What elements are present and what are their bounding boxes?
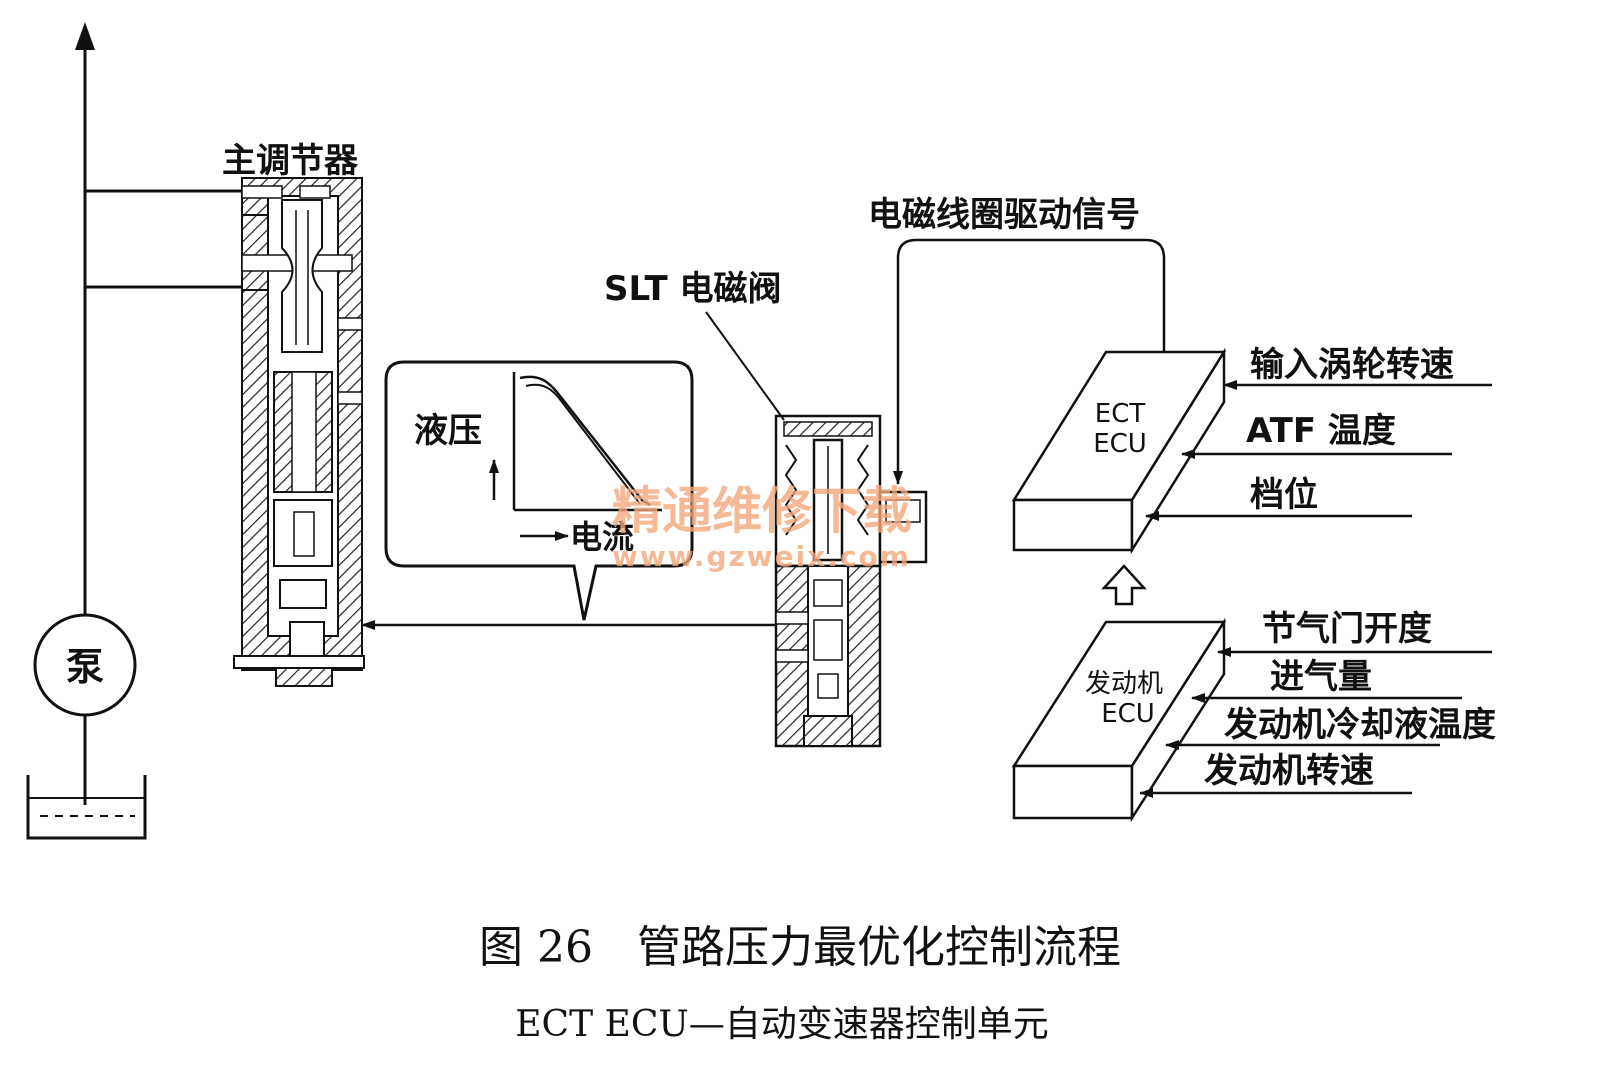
ect-input-label: ATF 温度 <box>1246 411 1396 451</box>
solenoid-drive-signal-wire <box>893 238 1166 485</box>
hydraulic-pressure-label: 液压 <box>414 411 482 451</box>
hollow-up-arrow-icon <box>1101 564 1147 606</box>
engine-ecu-label-line2: ECU <box>1101 699 1155 729</box>
engine-ecu-block <box>1011 617 1227 823</box>
engine-input-label: 发动机转速 <box>1204 751 1374 791</box>
ect-input-label: 档位 <box>1250 475 1318 515</box>
watermark-text: 精通维修下载 <box>612 482 912 540</box>
ect-input-label: 输入涡轮转速 <box>1250 345 1454 385</box>
main-regulator-valve <box>233 177 365 687</box>
pump-label: 泵 <box>66 645 104 689</box>
watermark-url: www.gzweix.com <box>612 540 911 573</box>
solenoid-signal-label: 电磁线圈驱动信号 <box>868 195 1140 235</box>
oil-reservoir <box>26 775 147 840</box>
figure-title: 图 26 管路压力最优化控制流程 <box>479 922 1121 973</box>
main-regulator-label: 主调节器 <box>222 141 359 181</box>
ect-ecu-block <box>1011 347 1227 555</box>
slt-valve-label: SLT 电磁阀 <box>604 269 782 309</box>
slt-valve-leader <box>705 311 785 421</box>
pressure-current-graph-callout <box>384 360 694 621</box>
engine-input-label: 进气量 <box>1270 657 1372 697</box>
engine-ecu-label-line1: 发动机 <box>1085 669 1163 699</box>
ect-ecu-label-line2: ECU <box>1093 429 1147 459</box>
engine-input-label: 节气门开度 <box>1262 609 1432 649</box>
up-arrow-icon <box>75 22 95 50</box>
ect-ecu-label-line1: ECT <box>1095 399 1146 429</box>
figure-subtitle: ECT ECU—自动变速器控制单元 <box>515 1004 1048 1045</box>
slt-solenoid-valve <box>774 414 928 748</box>
engine-input-label: 发动机冷却液温度 <box>1224 705 1496 745</box>
current-label: 电流 <box>570 518 634 556</box>
pump-circuit: 泵 <box>26 22 242 840</box>
